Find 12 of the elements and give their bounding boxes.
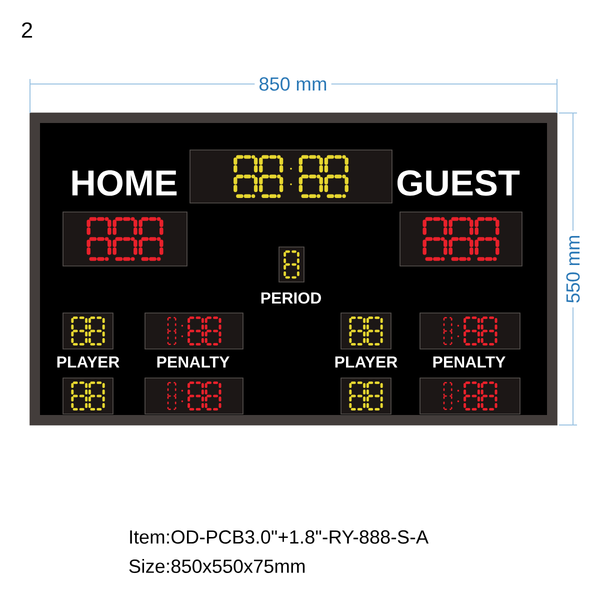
board-label: GUEST bbox=[397, 170, 520, 196]
board-label: PLAYER bbox=[335, 356, 398, 368]
caption-text: Item:OD-PCB3.0"+1.8"-RY-888-S-A bbox=[130, 530, 429, 544]
board-label: PERIOD bbox=[261, 292, 321, 304]
caption-text: Size:850x550x75mm bbox=[129, 559, 305, 573]
dimension-label: 850 mm bbox=[254, 73, 332, 95]
board-label: PENALTY bbox=[157, 356, 230, 368]
board-label: HOME bbox=[72, 170, 177, 196]
board-label: PENALTY bbox=[433, 356, 506, 368]
caption-text: 2 bbox=[22, 22, 32, 38]
dimension-label: 550 mm bbox=[562, 230, 584, 308]
board-label: PLAYER bbox=[57, 356, 120, 368]
